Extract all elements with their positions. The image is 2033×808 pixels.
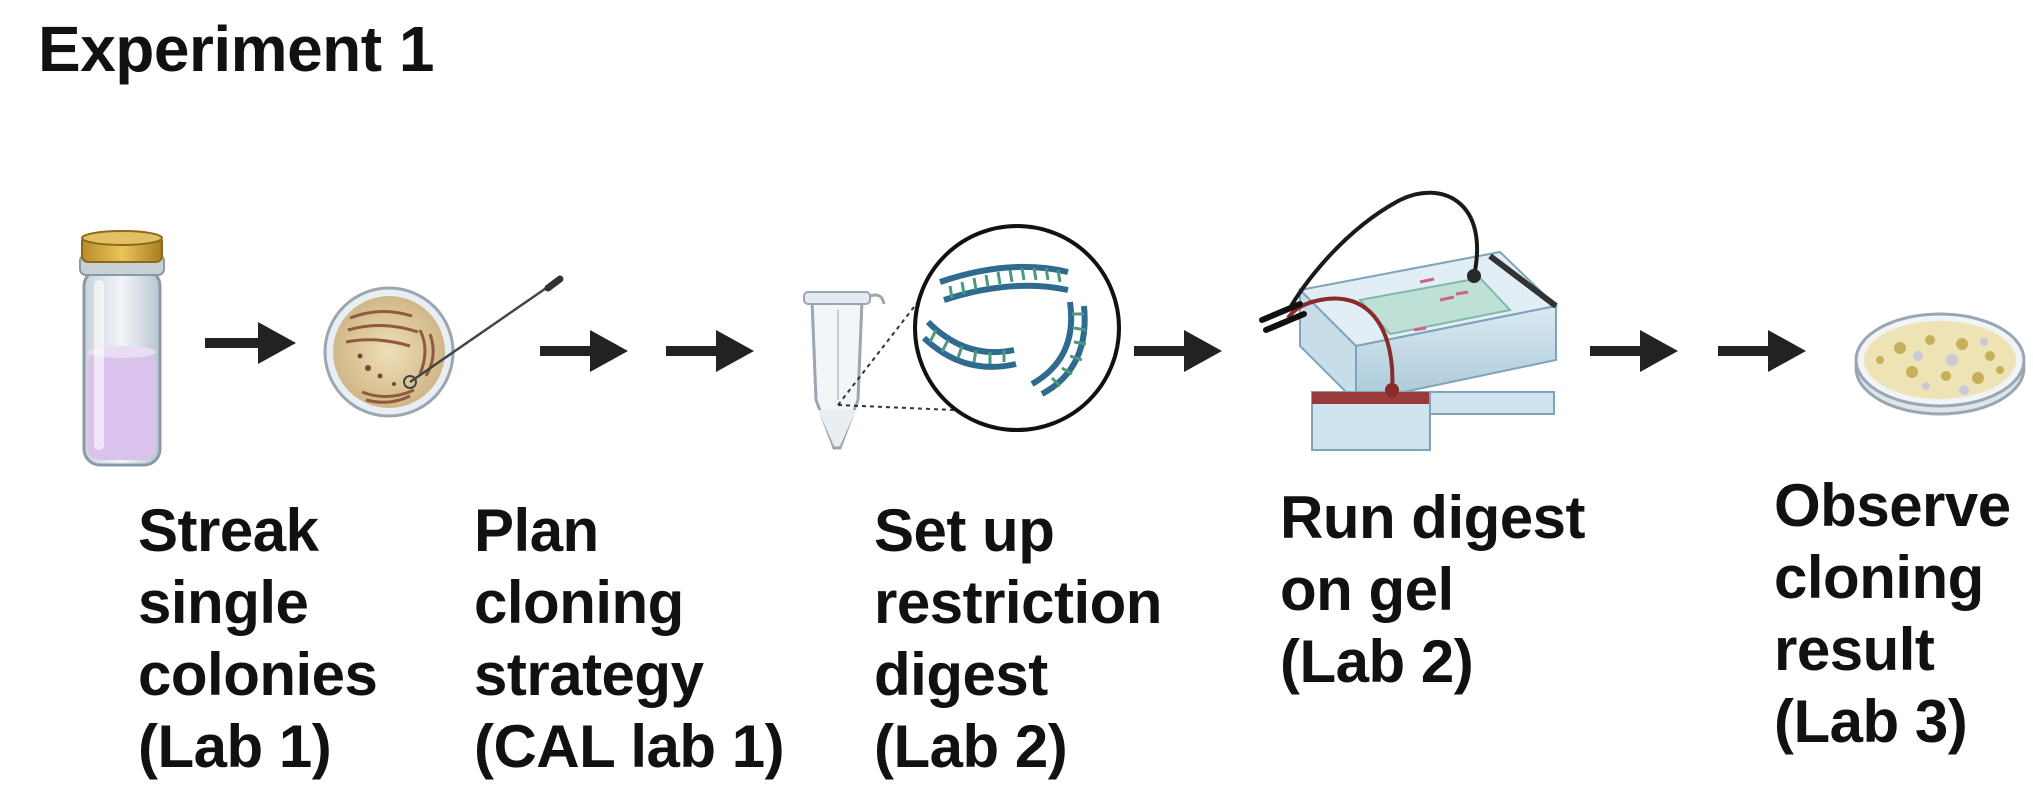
culture-vial-icon [79,230,165,467]
arrow-icon [205,322,296,364]
arrow-icon [666,330,754,372]
arrow-icon [540,330,628,372]
petri-dish-colonies-icon [1854,312,2026,416]
step-label-streak: Streak single colonies (Lab 1) [138,497,378,780]
arrow-icon [1590,330,1678,372]
step-label-plan: Plan cloning strategy (CAL lab 1) [474,497,785,780]
arrow-icon [1718,330,1806,372]
microcentrifuge-tube-icon [803,291,886,450]
page-title: Experiment 1 [38,13,434,85]
step-label-gel: Run digest on gel (Lab 2) [1280,484,1586,695]
arrow-icon [1134,330,1222,372]
streak-plate-icon [323,275,564,418]
gel-electrophoresis-box-icon [1259,190,1559,451]
step-label-observe: Observe cloning result (Lab 3) [1774,472,2011,755]
dna-fragments-zoom-icon [837,224,1121,432]
step-label-digest: Set up restriction digest (Lab 2) [874,497,1162,780]
flow-arrows [205,322,1806,372]
